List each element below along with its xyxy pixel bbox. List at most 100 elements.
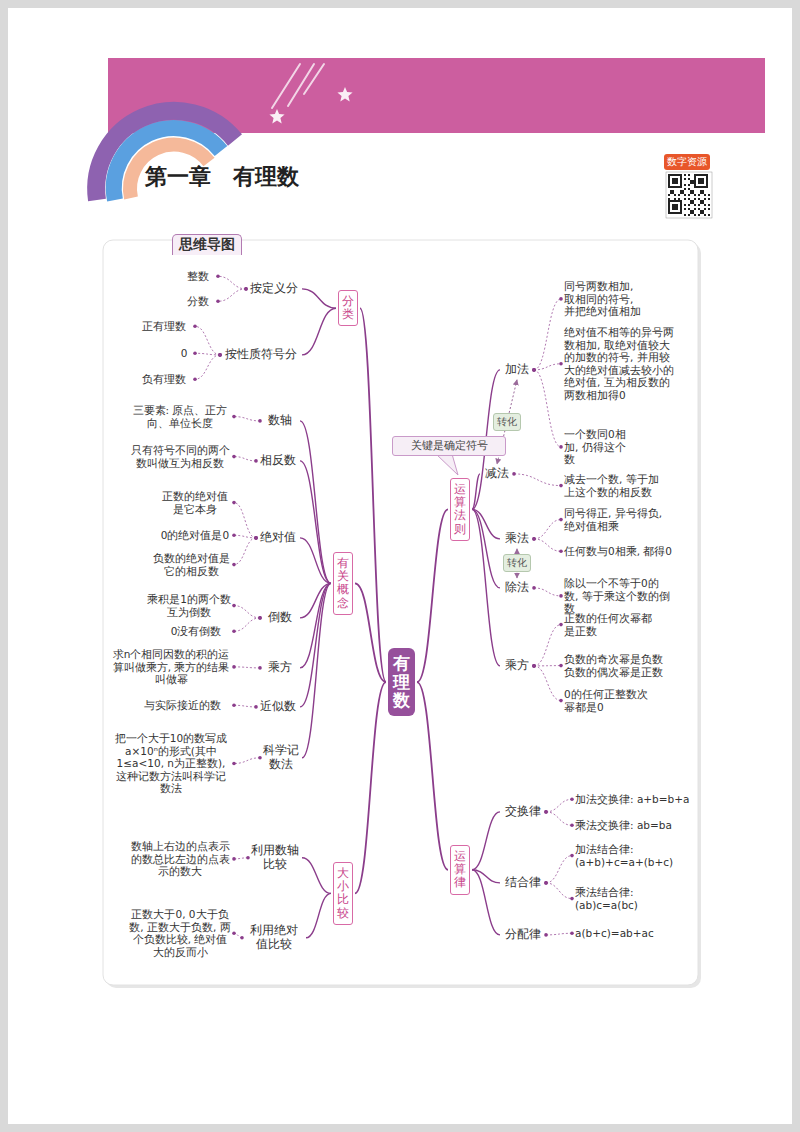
branch-connector [417,682,448,870]
leaf-connector [234,606,260,618]
qr-module [672,190,674,192]
qr-finder-outer [694,174,708,188]
connector-dot [232,931,236,935]
leaf-note: 三要素: 原点、正方向、单位长度 [128,404,232,429]
leaf-connector [534,539,561,551]
leaf-note: 除以一个不等于0的数, 等于乘这个数的倒数 [563,577,671,615]
connector-dot [559,297,563,301]
qr-module [684,174,686,176]
connector-dot [218,353,222,357]
qr-module [692,192,694,194]
node-text: 乘法交换律: ab=ba [575,819,677,832]
leaf-note: 0的绝对值是0 [158,529,232,542]
subtopic-label: 科学记数法 [262,743,300,773]
qr-finder-ring [696,176,706,186]
tab-label: 思维导图 [172,234,242,255]
qr-module [688,204,690,206]
subtopic-label: 减法 [482,466,512,482]
leaf-note: 正数的绝对值是它本身 [158,490,232,515]
leaf-connector [534,588,561,596]
branch-connector [417,509,448,682]
branch-connector [472,870,500,935]
connector-dot [258,419,262,423]
qr-module [690,202,692,204]
connector-dot [218,353,222,357]
node-text: 0的任何正整数次幂都是0 [564,688,648,713]
leaf-connector [534,364,561,370]
connector-dot [240,936,244,940]
leaf-connector [234,705,256,707]
branch-connector [302,308,336,355]
streaks [272,64,324,108]
connector-dot [544,933,548,937]
connector-dot [570,897,574,901]
leaf-connector [234,618,260,631]
subtopic-label: 数轴 [262,413,298,429]
leaf-note: 减去一个数, 等于加上这个数的相反数 [563,473,669,498]
qr-module [684,204,686,206]
connector-dot [254,705,258,709]
qr-module [688,174,690,176]
leaf-note: 求n个相同因数的积的运算叫做乘方, 乘方的结果叫做幂 [110,648,232,686]
connector-dot [254,536,258,540]
leaf-connector [234,538,256,565]
qr-module [702,192,704,194]
node-text: 乘积是1的两个数互为倒数 [147,593,231,618]
connector-dot [232,762,236,766]
qr-module [684,184,686,186]
leaf-note: 负有理数 [135,373,193,386]
leaf-note: 0没有倒数 [160,625,232,638]
qr-module [690,182,692,184]
qr-module [702,200,704,202]
qr-module [674,194,676,196]
node-text: 按定义分 [249,282,299,296]
node-text: 负数的奇次幂是负数 负数的偶次幂是正数 [564,653,674,678]
branch-box: 运算法则 [450,478,470,541]
branch-connector [300,583,331,668]
qr-module [682,192,684,194]
leaf-note: 乘积是1的两个数互为倒数 [146,593,232,618]
qr-module [688,208,690,210]
qr-module [672,192,674,194]
node-text: 减去一个数, 等于加上这个数的相反数 [564,473,668,498]
qr-module [698,214,700,216]
node-text: 科学记数法 [263,744,299,772]
leaf-note: 加法结合律: (a+b)+c=a+(b+c) [574,843,692,868]
qr-finder-core [672,204,678,210]
streak [304,64,324,94]
branch-connector [355,583,386,682]
qr-module [688,188,690,190]
node-text: 乘法结合律: (ab)c=a(bc) [575,886,663,911]
leaf-connector [234,457,256,461]
connector-dot [232,629,236,633]
subtopic-label: 乘方 [262,660,298,676]
node-text: 分配律 [503,928,543,942]
qr-module [692,200,694,202]
connector-dot [559,623,563,627]
leaf-note: a(b+c)=ab+ac [574,927,674,940]
leaf-note: 0的任何正整数次幂都是0 [563,688,649,713]
qr-module [704,214,706,216]
qr-module [690,200,692,202]
qr-module [684,214,686,216]
subtopic-label: 乘方 [502,658,532,674]
leaf-connector [534,299,561,370]
connector-dot [193,351,197,355]
leaf-connector [546,812,572,825]
node-text: 除法 [503,581,531,595]
leaf-connector [514,474,561,486]
qr-module [694,208,696,210]
qr-module [702,190,704,192]
connector-dot [244,287,248,291]
qr-finder-ring [670,202,680,212]
leaf-connector [218,289,246,301]
subtopic-label: 绝对值 [258,530,298,546]
chapter-title: 第一章 有理数 [145,162,299,192]
node-text: 关键是确定符号 [397,439,501,453]
stars [269,87,352,124]
connector-dot [258,616,262,620]
branch-box: 大小比较 [333,862,353,925]
connector-dot [232,703,236,707]
